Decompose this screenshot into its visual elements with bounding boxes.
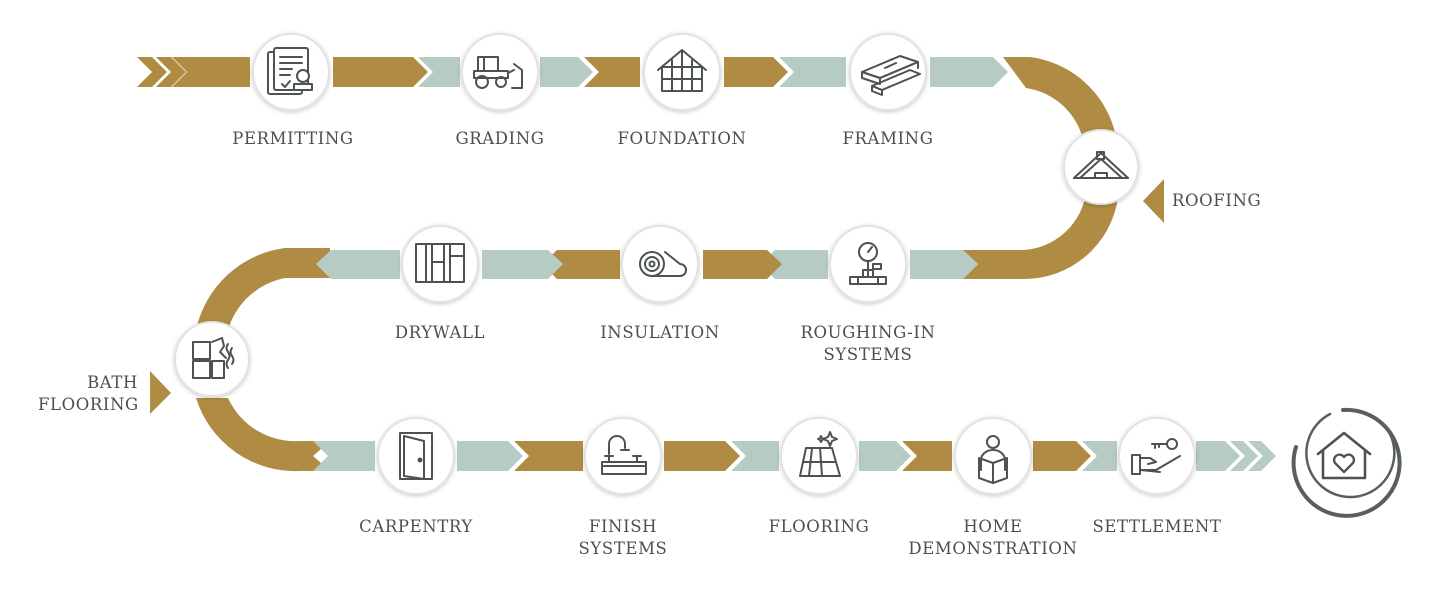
arrow-segment (664, 441, 740, 471)
start-chevron-1 (137, 57, 167, 87)
step-circle-drywall (401, 225, 479, 303)
arrow-segment (514, 441, 583, 471)
floor-tiles-sparkle-icon (799, 431, 841, 477)
faucet-sink-icon (601, 435, 647, 475)
arrow-segment (418, 57, 460, 87)
arrow-segment (172, 57, 250, 87)
arrow-segment (540, 57, 593, 87)
step-circle-flooring (780, 417, 858, 495)
step-circle-settlement (1118, 417, 1196, 495)
start-chevron-2 (156, 57, 186, 87)
arrow-segment (859, 441, 911, 471)
lumber-boards-icon (861, 55, 921, 96)
curve-left-bottom (196, 398, 330, 472)
step-circle-home-demonstration (954, 417, 1032, 495)
hand-key-icon (1131, 438, 1181, 475)
pressure-gauge-icon (849, 242, 887, 285)
arrow-segment (542, 250, 620, 279)
arrow-segment (760, 250, 828, 279)
end-chevron-2 (1248, 441, 1276, 471)
step-label-finish-systems: FINISH SYSTEMS (578, 517, 668, 558)
end-chevron-1 (1230, 441, 1258, 471)
arrow-segment (910, 250, 978, 279)
step-label-roughing-in-systems: ROUGHING-IN SYSTEMS (800, 323, 936, 364)
drywall-panels-icon (415, 243, 465, 283)
step-label-carpentry: CARPENTRY (359, 517, 473, 536)
bath-flooring-pointer (150, 371, 171, 414)
curve-left-top (196, 248, 330, 330)
person-reading-icon (978, 435, 1008, 484)
arrow-segment (457, 441, 523, 471)
roof-icon (1073, 151, 1129, 179)
arrow-segment (902, 441, 952, 471)
arrow-segment (584, 57, 640, 87)
step-circle-bath-flooring (174, 321, 250, 397)
step-label-framing: FRAMING (842, 129, 934, 148)
arrow-segment (1082, 441, 1117, 471)
door-icon (399, 432, 433, 480)
permit-document-icon (267, 47, 313, 95)
arrow-segment (1033, 441, 1091, 471)
home-heart-icon (1291, 407, 1402, 518)
step-label-grading: GRADING (455, 129, 545, 148)
arrow-segment (1196, 441, 1240, 471)
arrow-segment (333, 57, 428, 87)
roofing-pointer (1143, 179, 1164, 223)
arrow-segment (724, 57, 788, 87)
step-circle-carpentry (377, 417, 455, 495)
step-circle-roofing (1063, 129, 1139, 205)
step-label-roofing: ROOFING (1172, 191, 1262, 210)
step-label-home-demonstration: HOME DEMONSTRATION (908, 517, 1078, 558)
arrow-segment (313, 441, 375, 471)
arrow-segment (316, 250, 400, 279)
step-label-foundation: FOUNDATION (617, 129, 747, 148)
arrow-segment (930, 57, 1008, 87)
curve-bottom-right (963, 198, 1118, 280)
house-frame-icon (657, 49, 707, 92)
step-label-bath-flooring: BATH FLOORING (38, 373, 139, 414)
step-label-permitting: PERMITTING (232, 129, 354, 148)
insulation-roll-icon (639, 251, 687, 277)
step-label-flooring: FLOORING (768, 517, 870, 536)
bulldozer-icon (473, 56, 523, 89)
arrow-segment (482, 250, 563, 279)
arrow-segment (703, 250, 782, 279)
step-label-insulation: INSULATION (600, 323, 720, 342)
step-label-settlement: SETTLEMENT (1092, 517, 1222, 536)
arrow-segment (779, 57, 846, 87)
step-circle-framing (849, 33, 927, 111)
bath-tile-icon (192, 337, 235, 379)
step-circle-finish-systems (584, 417, 662, 495)
step-label-drywall: DRYWALL (394, 323, 486, 342)
arrow-segment (731, 441, 779, 471)
